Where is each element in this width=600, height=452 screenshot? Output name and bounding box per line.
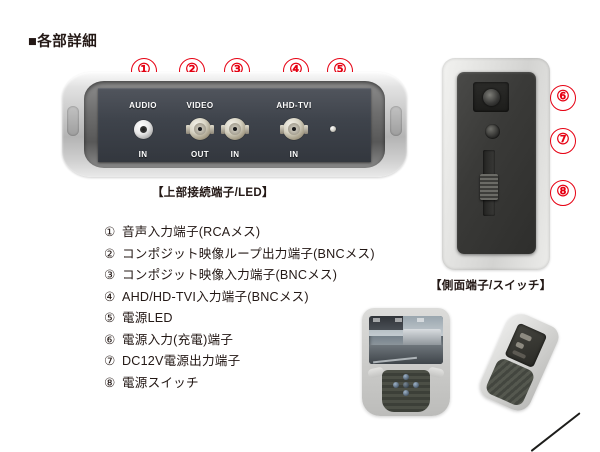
dpad-right-icon [413, 382, 419, 388]
legend-text: 電源入力(充電)端子 [122, 332, 234, 347]
bnc-connector-icon [221, 118, 249, 140]
power-switch-icon [480, 150, 498, 216]
bnc-connector-icon [186, 118, 214, 140]
legend-text: AHD/HD-TVI入力端子(BNCメス) [122, 289, 309, 304]
legend-number: ⑧ [104, 375, 116, 390]
angled-body [475, 308, 563, 416]
screen-osd-overlay [373, 318, 439, 322]
callout-6: ⑥ [550, 85, 576, 111]
ahd-tvi-label: AHD-TVI [276, 101, 312, 110]
legend-number: ⑤ [104, 311, 116, 325]
monitor-stand-leg [530, 412, 581, 452]
video-out-label: OUT [190, 150, 210, 159]
list-item: ① 音声入力端子(RCAメス) [104, 222, 404, 244]
dpad-left-icon [393, 382, 399, 388]
list-item: ⑧ 電源スイッチ [104, 373, 404, 395]
bnc-connector-icon [280, 118, 308, 140]
top-panel-photo: AUDIO IN VIDEO OUT IN AHD-TVI IN [62, 72, 407, 177]
power-switch-knob [480, 174, 498, 200]
audio-label: AUDIO [129, 101, 157, 110]
legend-number: ① [104, 225, 116, 239]
power-led-indicator-icon [330, 126, 336, 132]
list-item: ② コンポジット映像ループ出力端子(BNCメス) [104, 244, 404, 266]
rca-jack-icon [133, 119, 153, 139]
dpad-up-icon [403, 374, 409, 380]
list-item: ④ AHD/HD-TVI入力端子(BNCメス) [104, 287, 404, 309]
page-title: ■各部詳細 [28, 34, 98, 50]
callout-8: ⑧ [550, 180, 576, 206]
handheld-monitor-angled-photo [475, 308, 582, 452]
legend-text: コンポジット映像ループ出力端子(BNCメス) [122, 246, 375, 261]
monitor-screen [369, 316, 443, 364]
legend-text: DC12V電源出力端子 [122, 354, 241, 368]
video-out-port: VIDEO OUT [186, 101, 214, 159]
video-in-port: IN [221, 116, 249, 159]
legend-number: ② [104, 246, 116, 261]
side-panel-photo [442, 58, 550, 270]
legend-number: ③ [104, 268, 116, 282]
callout-7: ⑦ [550, 128, 576, 154]
handheld-monitor-front-photo [362, 308, 450, 416]
dpad-center-icon [403, 382, 409, 388]
monitor-dpad [393, 374, 419, 396]
audio-in-port: AUDIO IN [129, 101, 156, 159]
legend-text: コンポジット映像入力端子(BNCメス) [122, 268, 338, 282]
legend-text: 電源スイッチ [122, 375, 199, 390]
video-label: VIDEO [186, 101, 214, 110]
dpad-down-icon [403, 390, 409, 396]
legend-text: 電源LED [122, 311, 173, 325]
list-item: ⑥ 電源入力(充電)端子 [104, 330, 404, 352]
dc12v-output-jack-icon [485, 124, 500, 139]
list-item: ⑤ 電源LED [104, 308, 404, 330]
side-panel-caption: 【側面端子/スイッチ】 [430, 280, 552, 292]
audio-in-label: IN [138, 150, 148, 159]
top-panel-caption: 【上部接続端子/LED】 [152, 187, 274, 199]
legend-list: ① 音声入力端子(RCAメス) ② コンポジット映像ループ出力端子(BNCメス)… [104, 222, 404, 394]
legend-number: ⑥ [104, 332, 116, 347]
legend-number: ⑦ [104, 354, 116, 368]
legend-number: ④ [104, 289, 116, 304]
ahd-tvi-in-port: AHD-TVI IN [276, 101, 311, 159]
legend-text: 音声入力端子(RCAメス) [122, 225, 261, 239]
side-connector-panel [457, 72, 536, 254]
ahd-tvi-in-label: IN [289, 150, 299, 159]
video-in-label: IN [230, 150, 240, 159]
top-connector-panel: AUDIO IN VIDEO OUT IN AHD-TVI IN [98, 88, 371, 162]
list-item: ③ コンポジット映像入力端子(BNCメス) [104, 265, 404, 287]
list-item: ⑦ DC12V電源出力端子 [104, 351, 404, 373]
dc-power-input-jack-icon [473, 82, 509, 112]
